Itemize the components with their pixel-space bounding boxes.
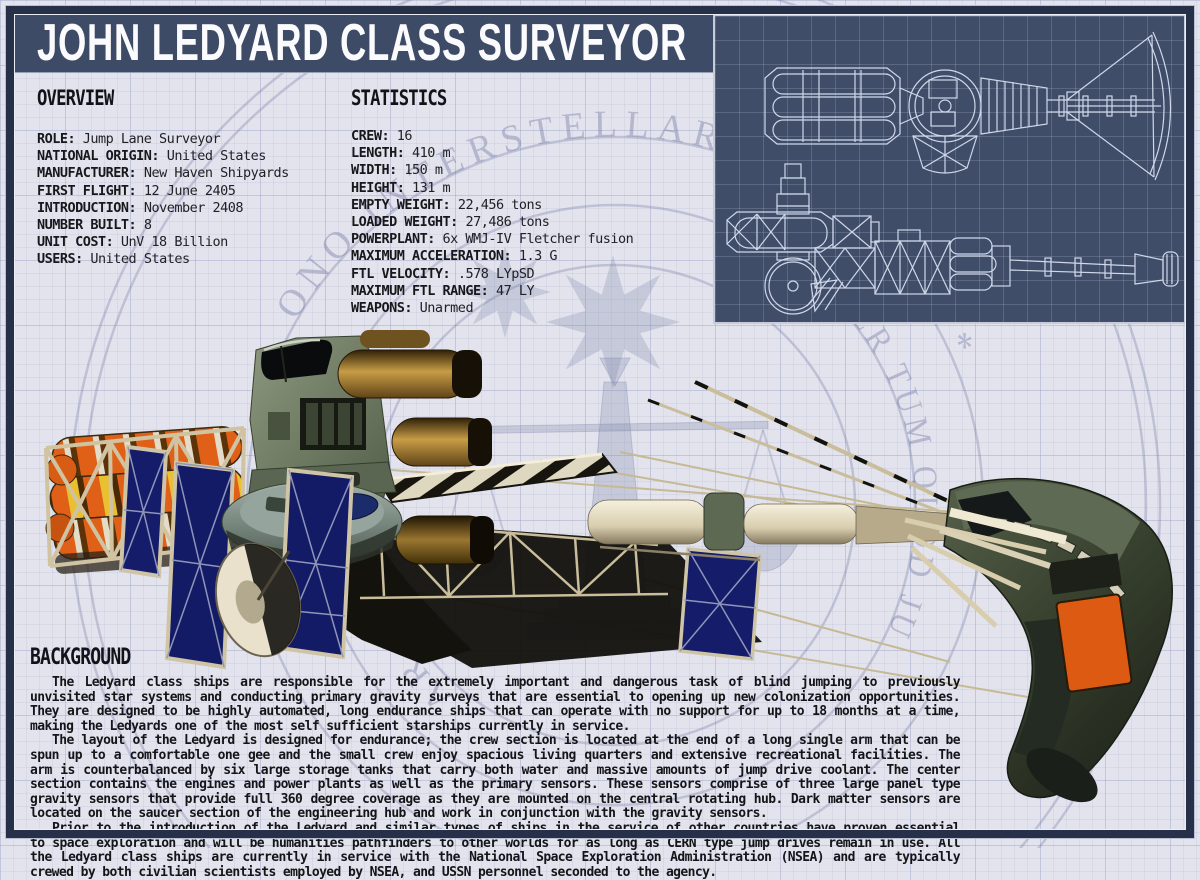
blueprint-top-view bbox=[806, 229, 1179, 313]
background-paragraph: The layout of the Ledyard is designed fo… bbox=[30, 733, 961, 822]
striped-struts bbox=[647, 380, 953, 518]
background-paragraph: Prior to the introduction of the Ledyard… bbox=[30, 820, 961, 880]
spec-row: NUMBER BUILT: 8 bbox=[37, 217, 152, 234]
spec-row: FTL VELOCITY: .578 LYpSD bbox=[351, 265, 535, 282]
blueprint-side-view bbox=[764, 31, 1172, 181]
blueprint-front-view bbox=[726, 163, 880, 315]
spec-row: ROLE: Jump Lane Surveyor bbox=[37, 131, 221, 147]
blueprint-three-view-drawing bbox=[726, 31, 1179, 315]
ship-render bbox=[44, 330, 1173, 803]
spin-arm-boom bbox=[587, 492, 953, 562]
spec-row: NATIONAL ORIGIN: United States bbox=[37, 148, 266, 165]
crew-arc-module bbox=[904, 477, 1173, 803]
background-heading: BACKGROUND bbox=[30, 645, 131, 670]
spec-row: CREW: 16 bbox=[351, 128, 413, 144]
spec-row: WEAPONS: Unarmed bbox=[351, 300, 474, 317]
spec-row: USERS: United States bbox=[37, 251, 190, 268]
spec-row: INTRODUCTION: November 2408 bbox=[37, 199, 243, 216]
blueprint-panel bbox=[713, 14, 1186, 324]
background-paragraph: The Ledyard class ships are responsible … bbox=[30, 675, 961, 734]
spec-row: MAXIMUM FTL RANGE: 47 LY bbox=[351, 282, 535, 299]
coolant-drums bbox=[337, 330, 494, 565]
page-title: JOHN LEDYARD CLASS SURVEYOR bbox=[37, 14, 687, 72]
spec-row: LENGTH: 410 m bbox=[351, 145, 451, 162]
orange-hatch-panel bbox=[1055, 593, 1133, 693]
dish-antenna bbox=[214, 542, 302, 658]
spec-row: HEIGHT: 131 m bbox=[351, 179, 451, 196]
statistics-spec-list: CREW: 16 LENGTH: 410 m WIDTH: 150 m HEIG… bbox=[351, 128, 634, 317]
gravity-panel bbox=[678, 547, 762, 661]
overview-heading: OVERVIEW bbox=[37, 86, 114, 110]
module-struts bbox=[904, 517, 1047, 628]
spec-row: WIDTH: 150 m bbox=[351, 162, 443, 179]
title-bar: JOHN LEDYARD CLASS SURVEYOR bbox=[14, 13, 714, 73]
spec-row: LOADED WEIGHT: 27,486 tons bbox=[351, 214, 550, 231]
spec-row: FIRST FLIGHT: 12 June 2405 bbox=[37, 182, 236, 199]
gravity-panel bbox=[164, 460, 236, 670]
spec-row: UNIT COST: UnV 18 Billion bbox=[37, 234, 228, 251]
spec-row: EMPTY WEIGHT: 22,456 tons bbox=[351, 196, 542, 213]
spec-row: POWERPLANT: 6x WMJ-IV Fletcher fusion bbox=[351, 231, 634, 248]
radiator-panel bbox=[376, 452, 618, 504]
background-text: The Ledyard class ships are responsible … bbox=[30, 675, 961, 880]
spec-row: MAXIMUM ACCELERATION: 1.3 G bbox=[351, 248, 557, 265]
statistics-heading: STATISTICS bbox=[351, 86, 447, 110]
gravity-panel bbox=[118, 444, 169, 579]
spec-row: MANUFACTURER: New Haven Shipyards bbox=[37, 165, 289, 182]
overview-spec-list: ROLE: Jump Lane Surveyor NATIONAL ORIGIN… bbox=[37, 131, 289, 269]
